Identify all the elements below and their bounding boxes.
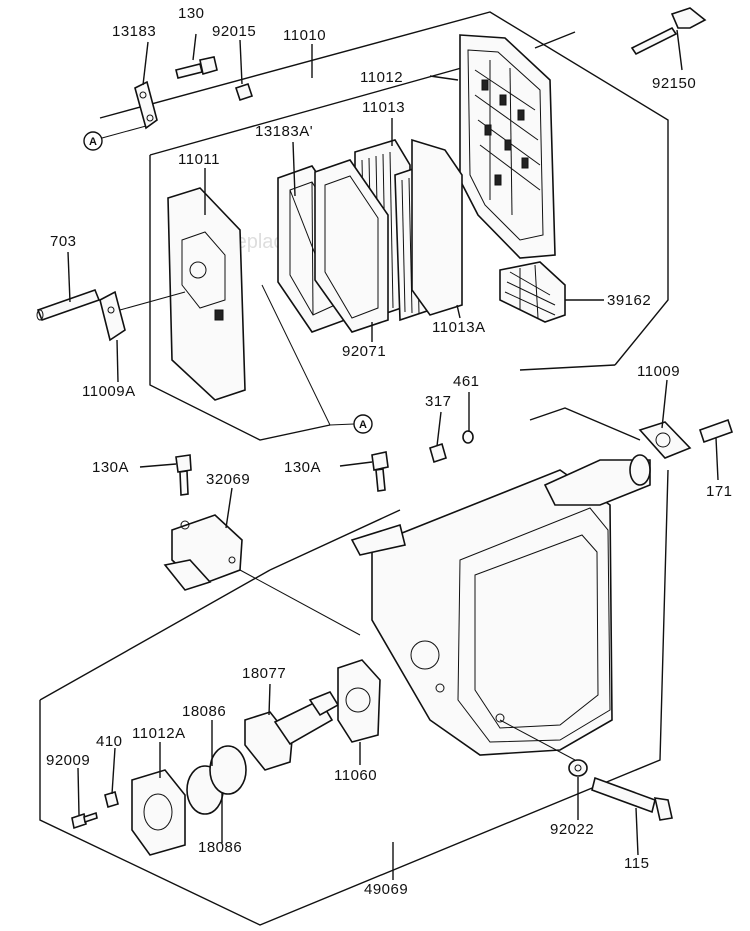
gasket-part-11060	[337, 659, 381, 743]
label-92022: 92022	[550, 821, 594, 838]
bolt-part-92009	[71, 811, 98, 830]
bracket-part-13183	[134, 80, 158, 130]
label-11009: 11009	[637, 363, 680, 380]
nut-part-317	[429, 442, 447, 464]
svg-text:A: A	[359, 419, 367, 431]
label-18086-top: 18086	[182, 703, 226, 720]
label-410: 410	[96, 733, 123, 750]
bracket-part-32069	[163, 514, 243, 591]
label-13183: 13183	[112, 23, 156, 40]
stud-part-171	[698, 418, 734, 444]
muffler-group-outline	[39, 407, 669, 926]
label-92009: 92009	[46, 752, 90, 769]
nut-part-92015	[234, 82, 254, 102]
label-92015: 92015	[212, 23, 256, 40]
label-115: 115	[624, 855, 649, 872]
washer-part-461	[462, 430, 474, 444]
washer-part-410	[104, 790, 119, 809]
label-49069: 49069	[364, 881, 408, 898]
bolt-part-130	[175, 56, 218, 79]
disc-part-18086-bottom	[209, 745, 247, 795]
pipe-part-18077	[244, 691, 340, 771]
seal-part-92071	[314, 159, 389, 333]
label-18086-bottom: 18086	[198, 839, 242, 856]
label-11060: 11060	[334, 767, 377, 784]
label-13183A: 13183A'	[255, 123, 313, 140]
prefilter-part-11013A	[411, 138, 463, 316]
label-11009A: 11009A	[82, 383, 136, 400]
label-171: 171	[706, 483, 733, 500]
label-39162: 39162	[607, 292, 651, 309]
label-703: 703	[50, 233, 77, 250]
cover-part-11012	[459, 34, 556, 259]
bolt-part-130A-right	[371, 451, 389, 492]
bolt-part-115	[591, 776, 673, 821]
callout-a-top: A	[83, 125, 147, 151]
muffler-body-part	[350, 454, 651, 756]
label-32069: 32069	[206, 471, 250, 488]
end-cap-part-11012A	[131, 769, 186, 856]
leader-lines	[67, 29, 719, 880]
label-18077: 18077	[242, 665, 286, 682]
gasket-part-11009A	[99, 290, 126, 342]
base-part-11011	[167, 187, 246, 401]
label-130A-left: 130A	[92, 459, 129, 476]
label-11013A: 11013A	[432, 319, 486, 336]
label-11010: 11010	[283, 27, 326, 44]
bolt-part-92150	[630, 7, 707, 56]
callout-a-bottom: A	[261, 284, 373, 434]
label-130A-right: 130A	[284, 459, 321, 476]
label-92071: 92071	[342, 343, 386, 360]
svg-text:A: A	[89, 136, 97, 148]
label-11012A: 11012A	[132, 725, 186, 742]
screen-part-39162	[499, 261, 566, 323]
label-317: 317	[425, 393, 452, 410]
washer-part-92022	[568, 759, 588, 777]
label-92150: 92150	[652, 75, 696, 92]
label-130: 130	[178, 5, 205, 22]
pipe-part-703	[36, 288, 101, 322]
label-11013: 11013	[362, 99, 405, 116]
label-11011: 11011	[178, 151, 220, 168]
gasket-part-11009	[638, 421, 692, 459]
label-11012: 11012	[360, 69, 403, 86]
bolt-part-130A-left	[175, 454, 192, 496]
label-461: 461	[453, 373, 480, 390]
air-cleaner-group-outline	[99, 11, 669, 441]
